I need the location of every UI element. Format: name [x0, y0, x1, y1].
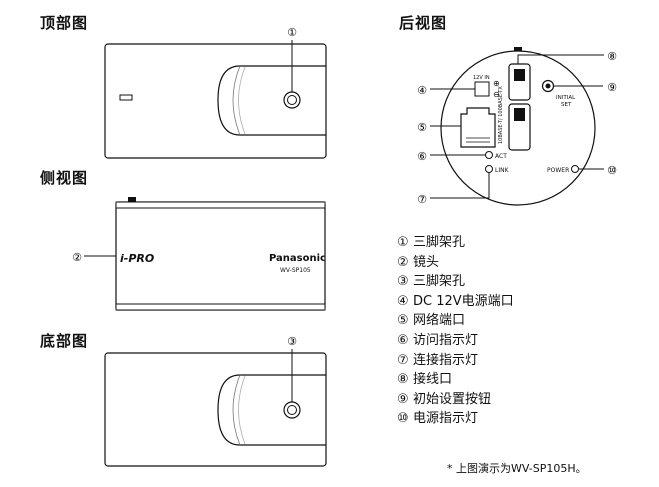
heading-top-view: 顶部图: [40, 14, 89, 32]
link-label: LINK: [495, 167, 510, 174]
legend-label: 三脚架孔: [413, 274, 466, 290]
legend-label: 连接指示灯: [413, 352, 479, 368]
legend-label: 三脚架孔: [413, 235, 466, 250]
footnote: * 上图演示为WV-SP105H。: [447, 462, 587, 475]
ipro-logo: i-PRO: [120, 252, 154, 265]
callout-4: ④: [417, 84, 427, 97]
dc12v-in-label: 12V IN: [473, 75, 490, 81]
set-label: SET: [561, 102, 572, 108]
heading-rear-view: 后视图: [399, 14, 448, 32]
power-label: POWER: [547, 167, 569, 174]
callout-3-bottom: ③: [287, 335, 297, 348]
act-led-icon: [485, 151, 493, 159]
legend-num: ⑥: [397, 332, 409, 348]
top-view-camera: [104, 40, 327, 159]
legend-label: DC 12V电源端口: [413, 293, 514, 309]
legend-label: 初始设置按钮: [413, 391, 492, 407]
rear-leader-lines: [430, 54, 604, 199]
callout-1-top: ①: [287, 26, 297, 39]
model-label: WV-SP105: [280, 267, 311, 274]
legend-num: ⑧: [397, 372, 409, 388]
legend-label: 网络端口: [413, 313, 466, 329]
callout-5: ⑤: [417, 121, 427, 134]
legend-num: ⑨: [397, 391, 409, 407]
power-led-icon: [571, 165, 579, 173]
legend-num: ③: [397, 274, 409, 290]
legend-num: ①: [397, 235, 409, 250]
callout-9: ⑨: [607, 81, 617, 94]
eth-port-label: 10BASE-T/ 100BASE-TX: [498, 86, 504, 144]
legend-num: ④: [397, 293, 409, 309]
minus-symbol: ⊖: [493, 90, 500, 99]
initial-label: INITIAL: [556, 95, 576, 101]
callout-2: ②: [72, 251, 82, 264]
legend-label: 访问指示灯: [413, 332, 479, 348]
callout-8: ⑧: [607, 50, 617, 63]
legend-num: ⑦: [397, 352, 409, 368]
plus-symbol: ⊕: [493, 79, 500, 88]
legend-label: 电源指示灯: [413, 411, 479, 427]
legend-num: ⑩: [397, 411, 409, 427]
bottom-view-camera: [104, 349, 327, 467]
rear-view-camera: [440, 47, 596, 206]
act-label: ACT: [495, 153, 507, 160]
legend-label: 接线口: [413, 372, 453, 388]
legend-num: ⑤: [397, 313, 409, 329]
legend-label: 镜头: [413, 254, 440, 270]
legend-num: ②: [397, 254, 409, 270]
side-view-camera: [84, 197, 326, 311]
heading-side-view: 侧视图: [40, 169, 89, 187]
callout-10: ⑩: [607, 164, 617, 177]
brand-label: Panasonic: [269, 253, 326, 264]
heading-bottom-view: 底部图: [40, 332, 89, 350]
callout-6: ⑥: [417, 150, 427, 163]
link-led-icon: [485, 165, 493, 173]
legend-item-1: ① 三脚架孔: [397, 233, 514, 253]
callout-7: ⑦: [417, 193, 427, 206]
